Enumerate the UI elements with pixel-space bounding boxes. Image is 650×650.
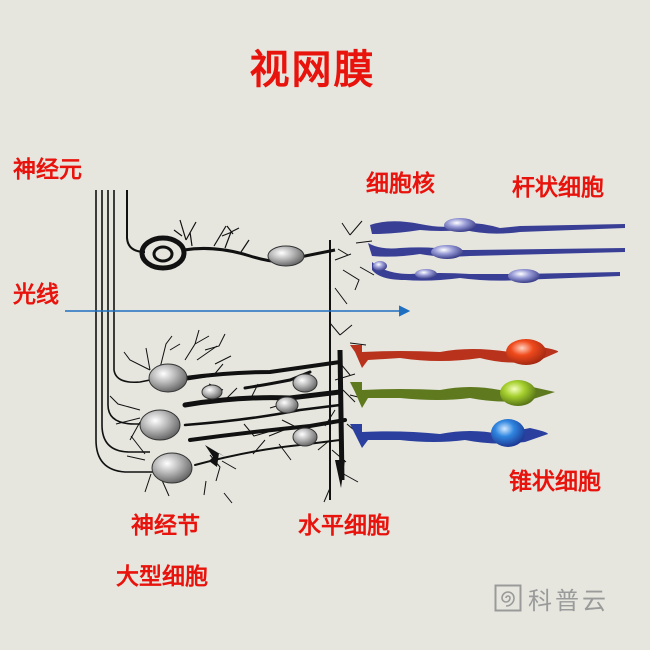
upper-cell-body xyxy=(267,245,305,267)
cone-green-body xyxy=(500,380,536,406)
cone-cell-blue xyxy=(350,419,548,448)
cone-red-body xyxy=(506,339,546,365)
page-title: 视网膜 xyxy=(249,47,376,93)
axon-bundle xyxy=(95,190,160,473)
label-ganglion-line2: 大型细胞 xyxy=(116,564,208,590)
label-neuron: 神经元 xyxy=(13,157,82,183)
ganglion-cell-2 xyxy=(139,409,181,441)
watermark-text: 科普云 xyxy=(528,586,609,615)
watermark: 科普云 xyxy=(494,582,609,615)
bipolar-cells xyxy=(201,373,318,447)
label-cone-cell: 锥状细胞 xyxy=(509,469,601,495)
label-ganglion-line1: 神经节 xyxy=(131,513,200,539)
label-nucleus: 细胞核 xyxy=(366,171,435,197)
label-light: 光线 xyxy=(13,282,59,308)
cone-blue-body xyxy=(491,419,525,447)
ganglion-cell-3 xyxy=(151,452,193,484)
dendrites xyxy=(109,220,375,504)
label-horizontal-cell: 水平细胞 xyxy=(298,513,390,539)
cone-cell-green xyxy=(350,380,555,408)
cone-cell-red xyxy=(350,339,559,368)
label-rod-cell: 杆状细胞 xyxy=(512,175,604,201)
ganglion-cells xyxy=(139,363,193,484)
small-axon-tips xyxy=(205,445,345,488)
rod-cells xyxy=(368,218,625,283)
spiral-logo-icon xyxy=(494,584,522,612)
ganglion-cell-1 xyxy=(148,363,188,393)
